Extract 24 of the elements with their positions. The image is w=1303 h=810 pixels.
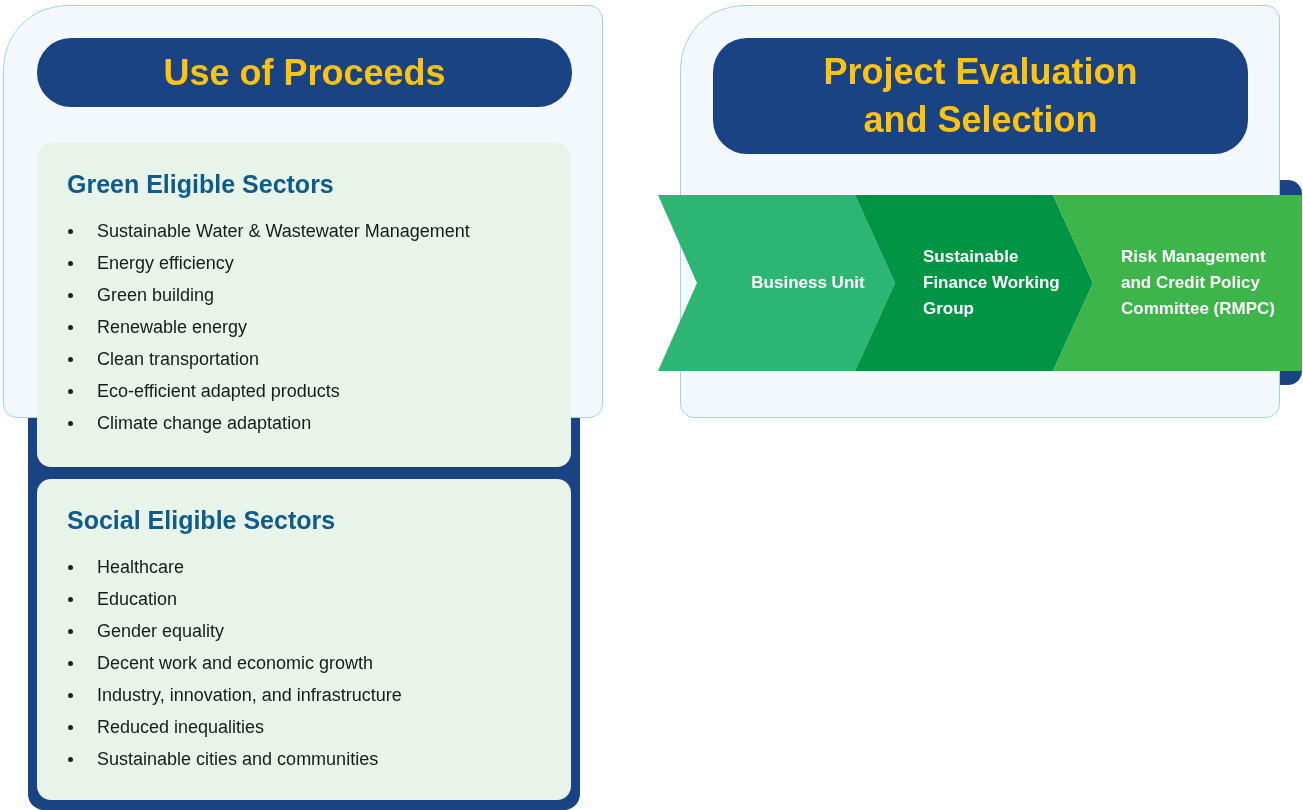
title-banner: [713, 38, 1248, 154]
list-item: Education: [97, 588, 178, 610]
list-item: Industry, innovation, and infrastructure: [97, 684, 402, 706]
list-item: Decent work and economic growth: [97, 652, 374, 674]
step-label: Risk Management and Credit Policy Committee (RMPC): [1121, 246, 1276, 320]
banner-title: Project Evaluation and Selection: [822, 50, 1139, 142]
list-item: Energy efficiency: [97, 252, 234, 274]
list-item: Gender equality: [97, 620, 225, 642]
list-item: Eco-efficient adapted products: [97, 380, 340, 402]
list-item: Climate change adaptation: [97, 412, 312, 434]
step-label: Business Unit: [751, 272, 865, 294]
list-item: Clean transportation: [97, 348, 260, 370]
card-heading: Green Eligible Sectors: [67, 169, 335, 199]
list-item: Sustainable Water & Wastewater Management: [97, 220, 470, 242]
card-heading: Social Eligible Sectors: [67, 505, 337, 535]
list-item: Sustainable cities and communities: [97, 748, 379, 770]
list-item: Green building: [97, 284, 215, 306]
sector-card: [37, 143, 571, 467]
banner-title: Use of Proceeds: [162, 50, 447, 95]
list-item: Renewable energy: [97, 316, 248, 338]
list-item: Reduced inequalities: [97, 716, 265, 738]
step-label: Sustainable Finance Working Group: [923, 246, 1061, 320]
list-item: Healthcare: [97, 556, 185, 578]
sector-card: [37, 479, 571, 800]
